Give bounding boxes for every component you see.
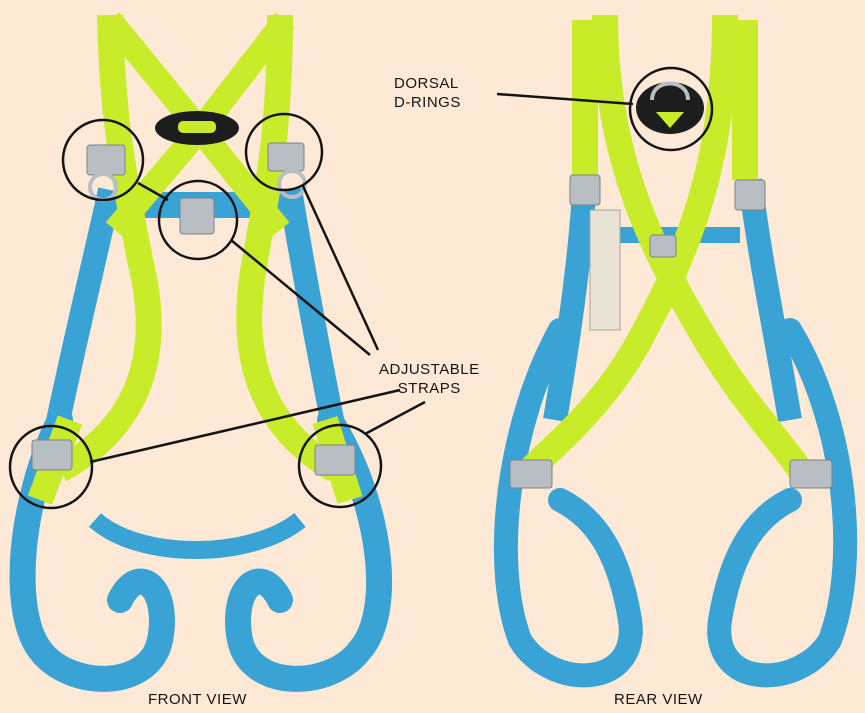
rear-right-shoulder-buckle [735, 180, 765, 210]
adjustable-straps-label: ADJUSTABLE STRAPS [379, 360, 480, 398]
rear-left-leg-buckle [510, 460, 552, 488]
adjustable-label-line1: ADJUSTABLE [379, 360, 480, 379]
front-view-caption: FRONT VIEW [148, 690, 247, 709]
rear-harness [506, 15, 845, 675]
leader-right-leg-to-label [365, 402, 425, 434]
front-left-leg-buckle [32, 440, 72, 470]
front-right-shoulder-buckle [268, 143, 304, 171]
dorsal-d-rings-label: DORSAL D-RINGS [394, 74, 461, 112]
rear-left-blue-strap [555, 180, 585, 420]
front-right-leg-buckle [315, 445, 355, 475]
adjustable-label-line2: STRAPS [379, 379, 480, 398]
rear-left-shoulder-buckle [570, 175, 600, 205]
rear-waist-buckle [650, 235, 676, 257]
front-subpelvic-strap [95, 520, 300, 550]
front-harness [23, 15, 380, 679]
rear-right-blue-strap [750, 180, 790, 420]
dorsal-label-line2: D-RINGS [394, 93, 461, 112]
rear-view-caption: REAR VIEW [614, 690, 703, 709]
dorsal-label-line1: DORSAL [394, 74, 461, 93]
front-chest-buckle [180, 198, 214, 234]
rear-harness-tag [590, 210, 620, 330]
front-left-shoulder-buckle [87, 145, 125, 175]
rear-right-leg-buckle [790, 460, 832, 488]
front-back-plate-insert [178, 121, 216, 133]
